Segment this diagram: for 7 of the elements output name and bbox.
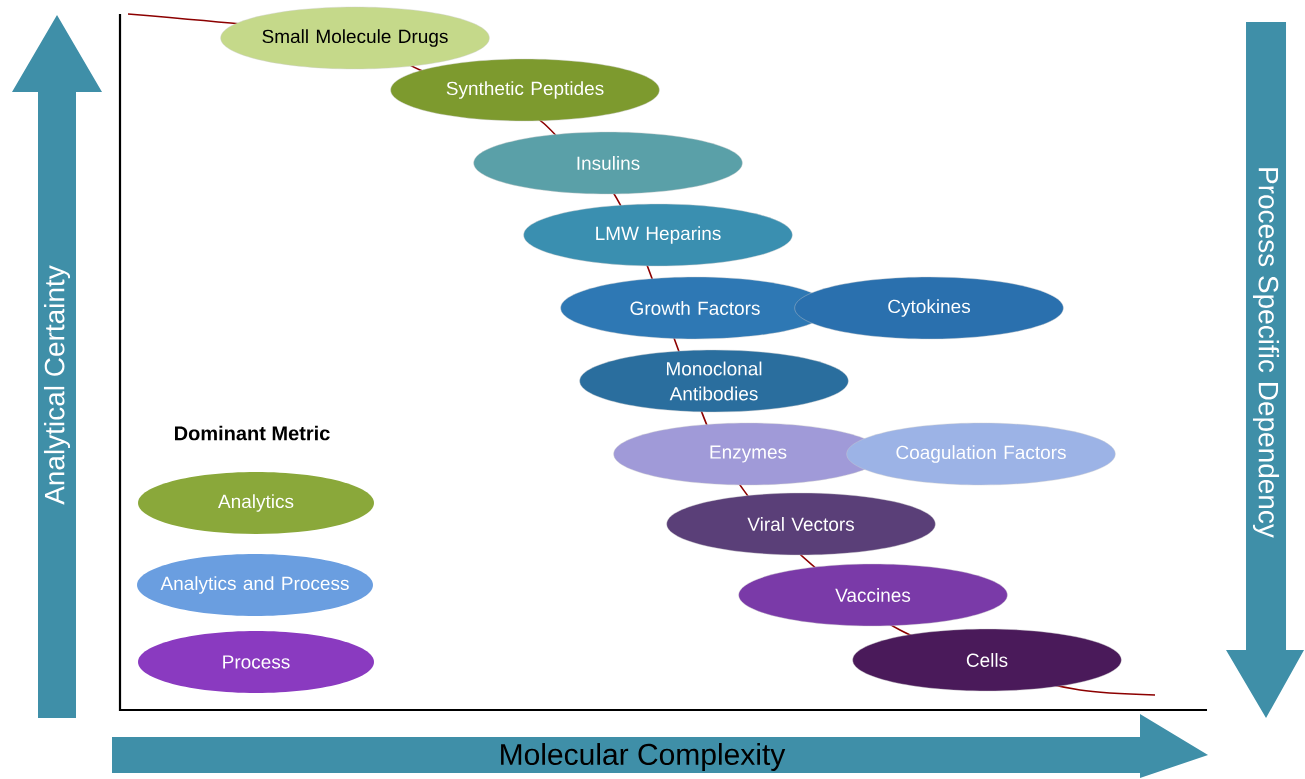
- axis-title: Analytical Certainty: [43, 265, 71, 505]
- legend-label: Analytics and Process: [160, 576, 349, 594]
- legend-label: Analytics: [218, 494, 294, 512]
- legend-label: Process: [223, 655, 290, 669]
- legend-title: Dominant Metric: [175, 425, 330, 441]
- axis-title: Molecular Complexity: [501, 743, 786, 771]
- axis-title: Process Specific Dependency: [1253, 168, 1280, 538]
